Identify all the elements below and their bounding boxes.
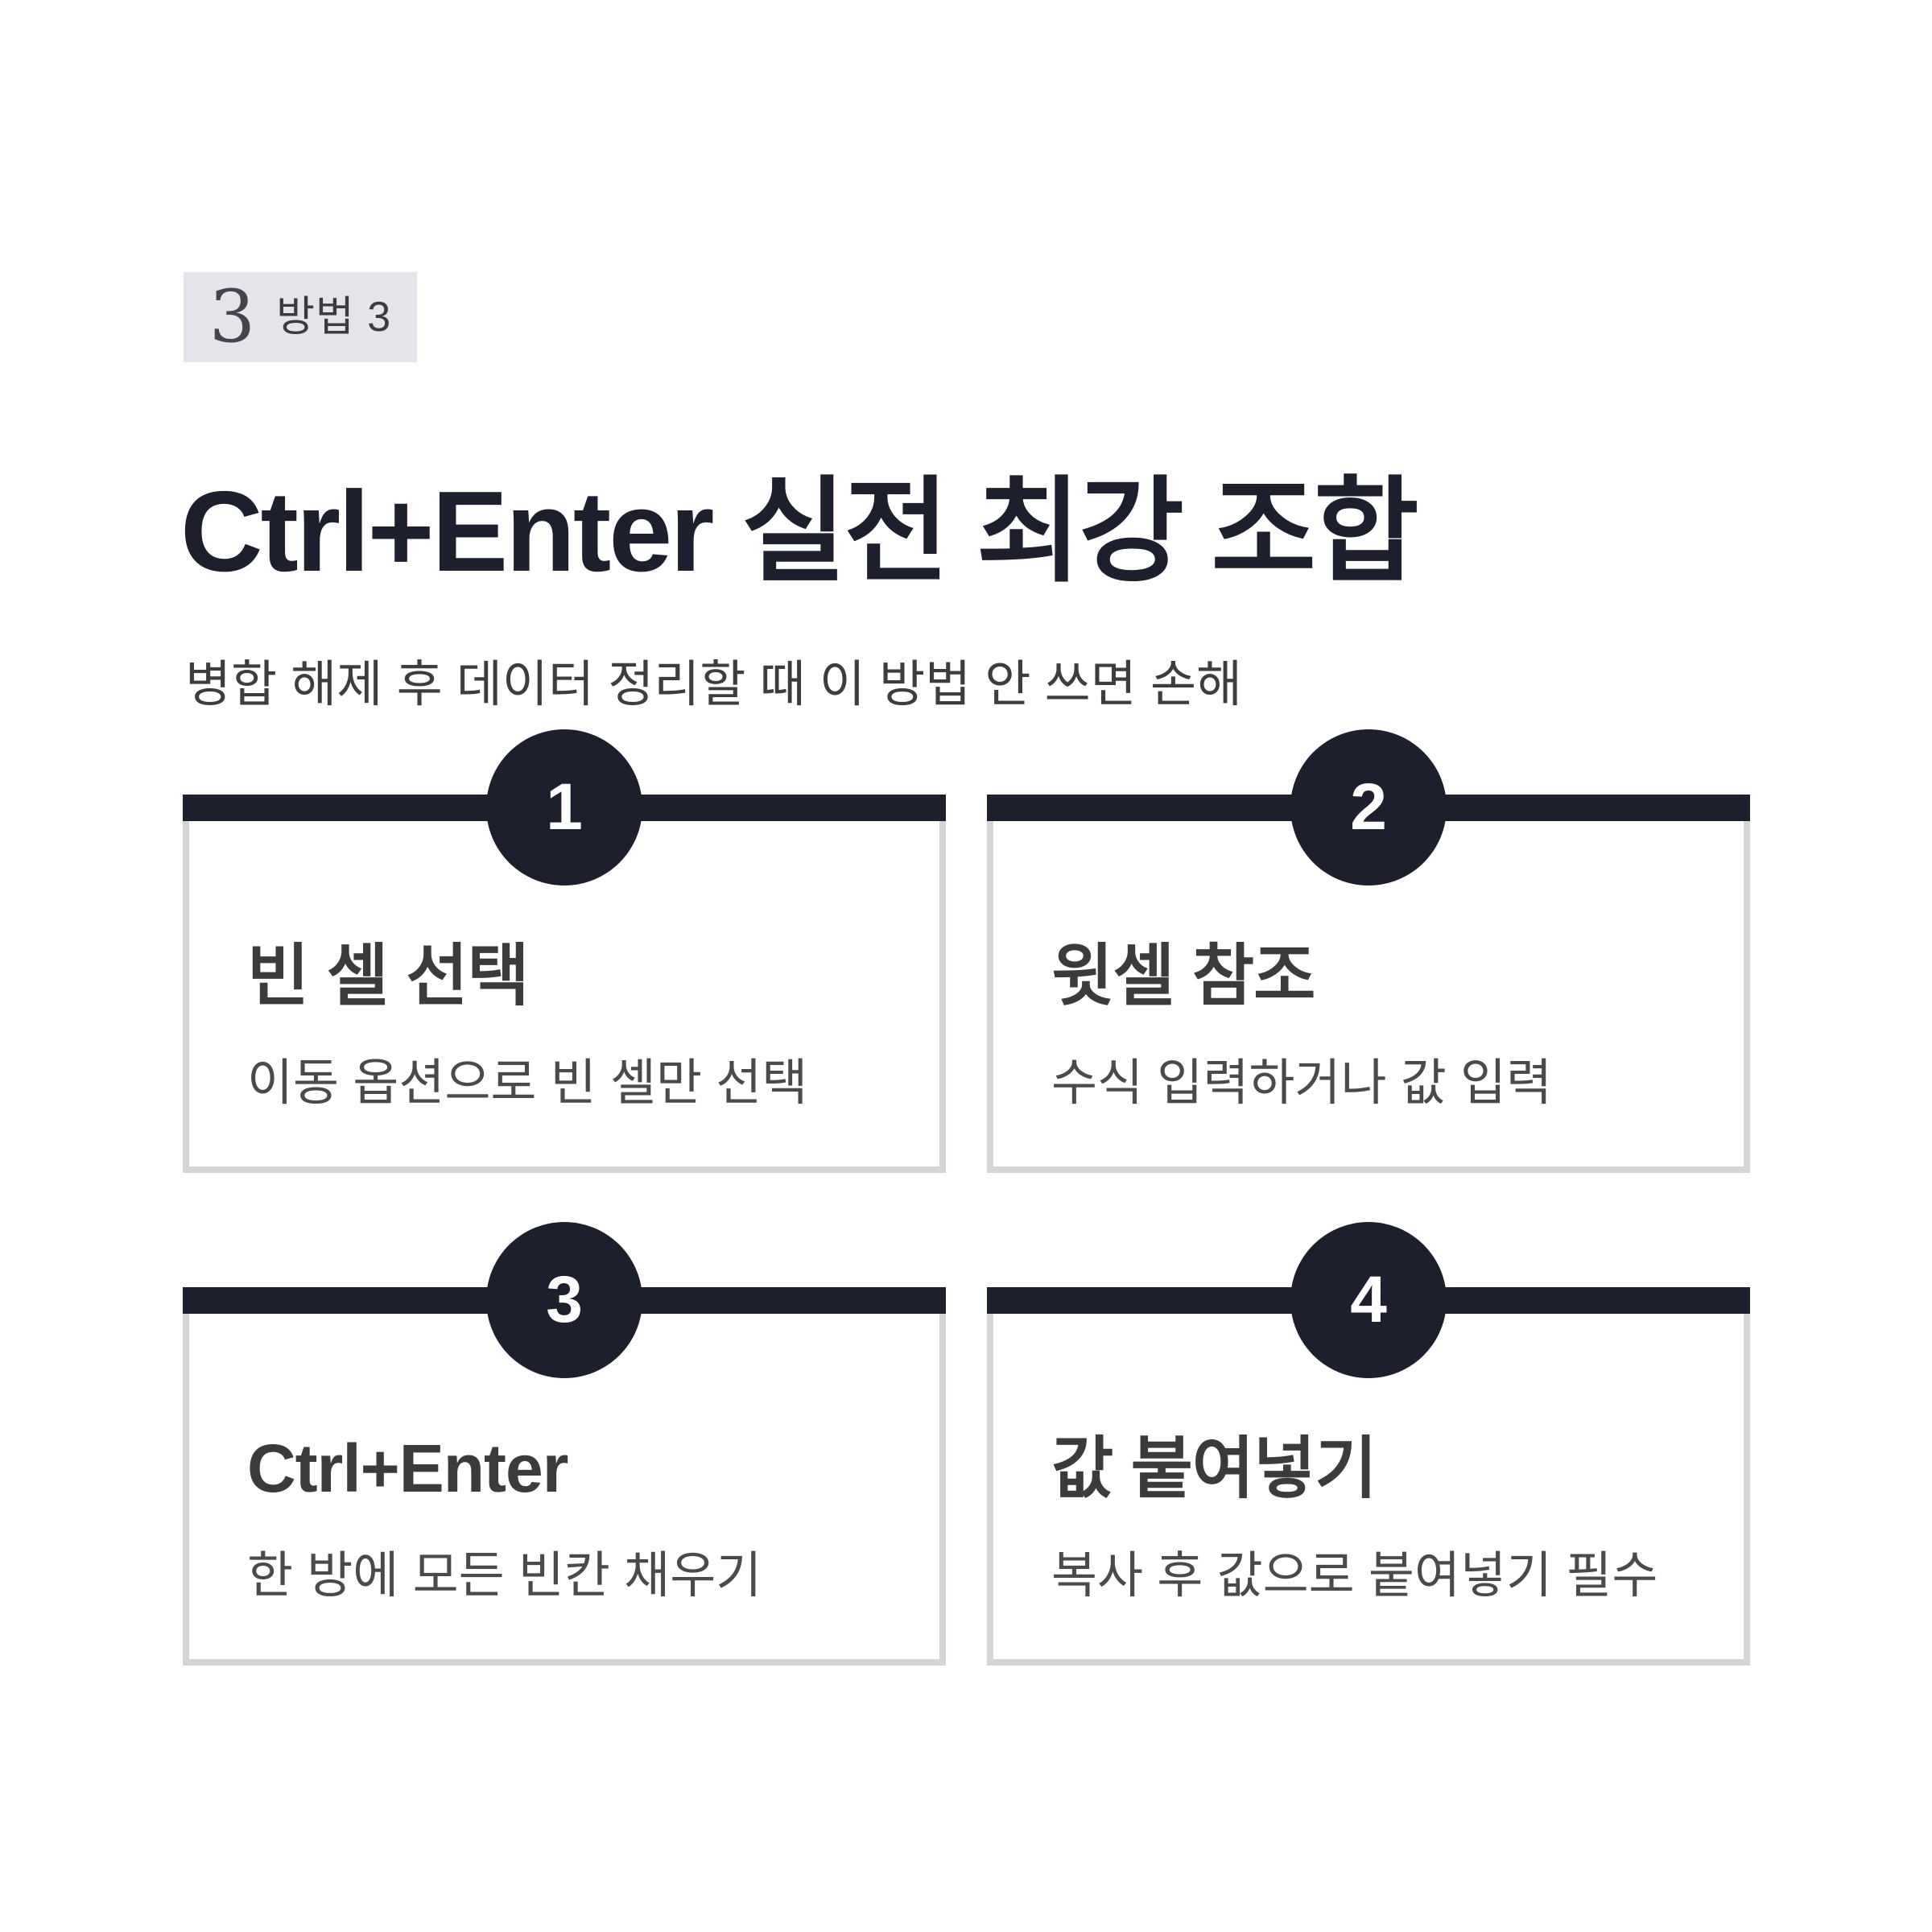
step-description: 수식 입력하거나 값 입력: [1051, 1055, 1553, 1111]
step-description: 이동 옵션으로 빈 셀만 선택: [247, 1055, 808, 1111]
step-number: 1: [546, 770, 583, 844]
step-number-circle: 1: [486, 729, 642, 886]
step-title: 빈 셀 선택: [247, 938, 530, 1013]
step-number-circle: 3: [486, 1222, 642, 1378]
step-number: 2: [1350, 770, 1387, 844]
step-number-circle: 2: [1290, 729, 1447, 886]
step-card-body: 빈 셀 선택 이동 옵션으로 빈 셀만 선택: [189, 821, 939, 1112]
step-card-1: 1 빈 셀 선택 이동 옵션으로 빈 셀만 선택: [183, 729, 946, 1173]
step-card-body: Ctrl+Enter 한 방에 모든 빈칸 채우기: [189, 1314, 939, 1604]
step-card-2: 2 윗셀 참조 수식 입력하거나 값 입력: [987, 729, 1750, 1173]
page-subtitle: 병합 해제 후 데이터 정리할 때 이 방법 안 쓰면 손해: [185, 657, 1243, 712]
step-description: 복사 후 값으로 붙여넣기 필수: [1051, 1548, 1658, 1604]
step-title: 값 붙여넣기: [1051, 1430, 1377, 1506]
step-number: 3: [546, 1263, 583, 1336]
badge-label: 방법 3: [276, 294, 392, 341]
method-badge: 3 방법 3: [184, 272, 417, 362]
step-card-body: 값 붙여넣기 복사 후 값으로 붙여넣기 필수: [993, 1314, 1744, 1604]
step-description: 한 방에 모든 빈칸 채우기: [247, 1548, 762, 1604]
step-number-circle: 4: [1290, 1222, 1447, 1378]
page-title: Ctrl+Enter 실전 최강 조합: [180, 468, 1419, 597]
step-title: 윗셀 참조: [1051, 938, 1315, 1013]
step-number: 4: [1350, 1263, 1387, 1336]
step-card-body: 윗셀 참조 수식 입력하거나 값 입력: [993, 821, 1744, 1112]
badge-number: 3: [208, 275, 256, 359]
step-card-3: 3 Ctrl+Enter 한 방에 모든 빈칸 채우기: [183, 1222, 946, 1666]
step-title: Ctrl+Enter: [247, 1430, 568, 1506]
step-card-4: 4 값 붙여넣기 복사 후 값으로 붙여넣기 필수: [987, 1222, 1750, 1666]
